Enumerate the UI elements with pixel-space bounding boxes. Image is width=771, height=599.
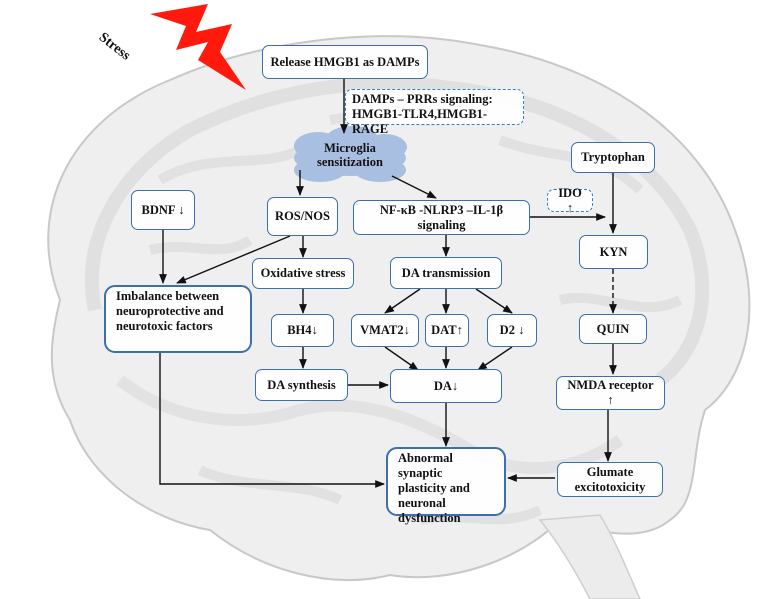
- connector-arrows: [159, 79, 617, 488]
- node-quin: QUIN: [579, 314, 647, 344]
- cloud-shape: [294, 126, 407, 182]
- arrow-microglia-to-nfkb: [391, 175, 437, 199]
- node-tryptophan: Tryptophan: [571, 142, 655, 173]
- node-damps-prr: DAMPs – PRRs signaling: HMGB1-TLR4,HMGB1…: [345, 89, 524, 136]
- arrow-imbalance-to-abnormal: [159, 353, 385, 488]
- node-bdnf: BDNF ↓: [131, 190, 195, 230]
- node-da-transmission: DA transmission: [390, 257, 502, 289]
- node-kyn: KYN: [579, 235, 648, 269]
- node-nmda-receptor: NMDA receptor ↑: [556, 376, 665, 410]
- node-dat: DAT↑: [425, 314, 469, 347]
- node-glutamate-excitotoxicity: Glumate excitotoxicity: [557, 462, 663, 497]
- arrow-ros-to-imbalance: [176, 235, 291, 284]
- node-da-synthesis: DA synthesis: [255, 369, 348, 401]
- node-ido: IDO ↑: [547, 186, 593, 215]
- lightning-bolt-icon: [150, 4, 246, 90]
- arrow-datrans-to-d2: [475, 288, 513, 314]
- node-nfkb-signaling: NF-κB -NLRP3 –IL-1β signaling: [353, 200, 530, 235]
- node-abnormal-plasticity: Abnormal synaptic plasticity and neurona…: [386, 447, 506, 525]
- arrow-d2-to-da: [477, 346, 513, 371]
- node-d2: D2 ↓: [487, 314, 537, 347]
- arrow-datrans-to-vmat2: [384, 288, 421, 314]
- node-imbalance: Imbalance between neuroprotective and ne…: [104, 285, 252, 353]
- node-bh4: BH4↓: [271, 314, 334, 347]
- node-hmgb1-release: Release HMGB1 as DAMPs: [262, 45, 428, 79]
- arrow-vmat2-to-da: [384, 346, 419, 371]
- node-oxidative-stress: Oxidative stress: [252, 258, 354, 289]
- node-vmat2: VMAT2↓: [351, 314, 419, 347]
- node-ros-nos: ROS/NOS: [267, 197, 338, 236]
- node-microglia: Microglia sensitization: [317, 141, 383, 170]
- node-da: DA↓: [390, 369, 502, 403]
